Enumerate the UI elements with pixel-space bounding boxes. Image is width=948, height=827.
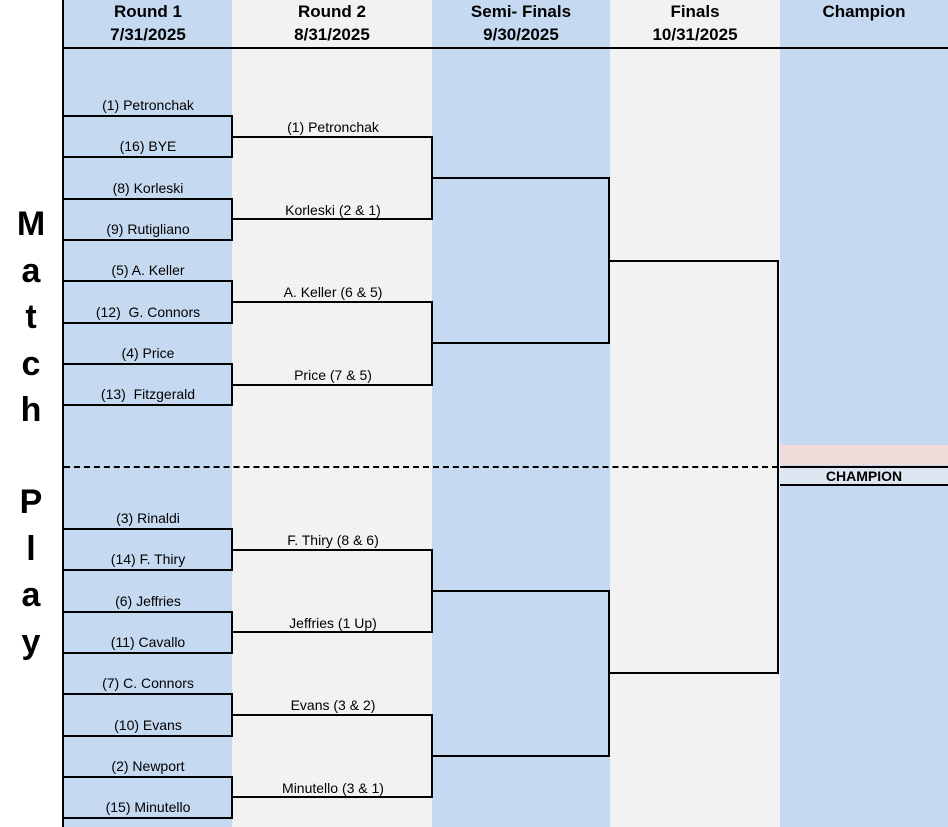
round2-line bbox=[232, 549, 433, 551]
side-letter: l bbox=[26, 530, 36, 568]
side-letter: t bbox=[25, 298, 37, 336]
side-letter: a bbox=[21, 252, 41, 290]
round1-line bbox=[64, 280, 232, 282]
round1-line bbox=[64, 817, 232, 819]
side-letter: h bbox=[20, 391, 42, 429]
round1-line bbox=[64, 569, 232, 571]
header-date: 7/31/2025 bbox=[110, 25, 186, 44]
header-title: Champion bbox=[822, 2, 906, 21]
round1-player: (14) F. Thiry bbox=[110, 551, 186, 567]
round1-player: (5) A. Keller bbox=[111, 262, 185, 278]
round1-player: (7) C. Connors bbox=[102, 675, 194, 691]
round2-line bbox=[232, 631, 433, 633]
round2-line bbox=[232, 218, 433, 220]
round2-winner: F. Thiry (8 & 6) bbox=[287, 532, 379, 548]
round1-line bbox=[64, 404, 232, 406]
round2-line bbox=[232, 384, 433, 386]
header-champion: Champion bbox=[780, 0, 948, 48]
round1-player: (4) Price bbox=[121, 345, 175, 361]
round2-line bbox=[232, 714, 433, 716]
round2-line bbox=[232, 301, 433, 303]
final-connector bbox=[777, 260, 779, 674]
round1-line bbox=[64, 693, 232, 695]
round2-winner: A. Keller (6 & 5) bbox=[283, 284, 383, 300]
round1-player: (16) BYE bbox=[119, 138, 177, 154]
header-title: Finals bbox=[670, 2, 720, 21]
round1-line bbox=[64, 198, 232, 200]
champion-column bbox=[780, 0, 948, 827]
champion-label: CHAMPION bbox=[780, 466, 948, 486]
header-title: Semi- Finals bbox=[470, 2, 572, 21]
semifinals-column bbox=[432, 0, 610, 827]
round2-line bbox=[232, 136, 433, 138]
round1-player: (3) Rinaldi bbox=[116, 510, 180, 526]
round1-line bbox=[64, 776, 232, 778]
header-semifinals: Semi- Finals 9/30/2025 bbox=[432, 0, 610, 48]
semifinal-connector bbox=[608, 590, 610, 757]
header-finals: Finals 10/31/2025 bbox=[610, 0, 780, 48]
champion-name-cell bbox=[780, 445, 948, 465]
round1-line bbox=[64, 652, 232, 654]
header-rule bbox=[64, 47, 948, 49]
round1-column bbox=[64, 0, 232, 827]
semifinal-line bbox=[432, 342, 610, 344]
round1-line bbox=[64, 735, 232, 737]
round1-player: (2) Newport bbox=[111, 758, 185, 774]
round1-player: (12) G. Connors bbox=[95, 304, 201, 320]
bracket-divider bbox=[64, 466, 778, 468]
round2-winner: Jeffries (1 Up) bbox=[289, 615, 377, 631]
semifinal-line bbox=[432, 177, 610, 179]
round1-line bbox=[64, 322, 232, 324]
round1-line bbox=[64, 363, 232, 365]
side-letter: c bbox=[21, 345, 41, 383]
semifinal-line bbox=[432, 755, 610, 757]
side-letter: a bbox=[21, 576, 41, 614]
side-letter: P bbox=[19, 483, 43, 521]
header-round2: Round 2 8/31/2025 bbox=[232, 0, 432, 48]
round1-player: (10) Evans bbox=[114, 717, 182, 733]
round1-player: (8) Korleski bbox=[112, 180, 184, 196]
round1-line bbox=[64, 115, 232, 117]
round1-player: (13) Fitzgerald bbox=[100, 386, 196, 402]
round1-line bbox=[64, 156, 232, 158]
header-date: 10/31/2025 bbox=[652, 25, 738, 44]
round1-player: (11) Cavallo bbox=[110, 634, 186, 650]
semifinal-line bbox=[432, 590, 610, 592]
header-title: Round 1 bbox=[114, 2, 182, 21]
round2-winner: Price (7 & 5) bbox=[294, 367, 372, 383]
side-label-column bbox=[0, 0, 64, 827]
round1-line bbox=[64, 528, 232, 530]
round2-winner: Korleski (2 & 1) bbox=[285, 202, 381, 218]
header-round1: Round 1 7/31/2025 bbox=[64, 0, 232, 48]
final-line bbox=[610, 260, 779, 262]
semifinal-connector bbox=[608, 177, 610, 344]
final-line bbox=[610, 672, 779, 674]
round2-winner: Evans (3 & 2) bbox=[290, 697, 376, 713]
side-letter: y bbox=[21, 623, 41, 661]
side-letter: M bbox=[16, 205, 46, 243]
header-title: Round 2 bbox=[298, 2, 366, 21]
finals-column bbox=[610, 0, 780, 827]
round1-player: (1) Petronchak bbox=[102, 97, 194, 113]
round2-winner: Minutello (3 & 1) bbox=[282, 780, 384, 796]
round1-player: (6) Jeffries bbox=[115, 593, 181, 609]
round2-winner: (1) Petronchak bbox=[287, 119, 379, 135]
round2-line bbox=[232, 796, 433, 798]
round1-player: (9) Rutigliano bbox=[106, 221, 190, 237]
round1-line bbox=[64, 239, 232, 241]
round1-player: (15) Minutello bbox=[105, 799, 191, 815]
header-date: 9/30/2025 bbox=[483, 25, 559, 44]
round1-line bbox=[64, 611, 232, 613]
header-date: 8/31/2025 bbox=[294, 25, 370, 44]
